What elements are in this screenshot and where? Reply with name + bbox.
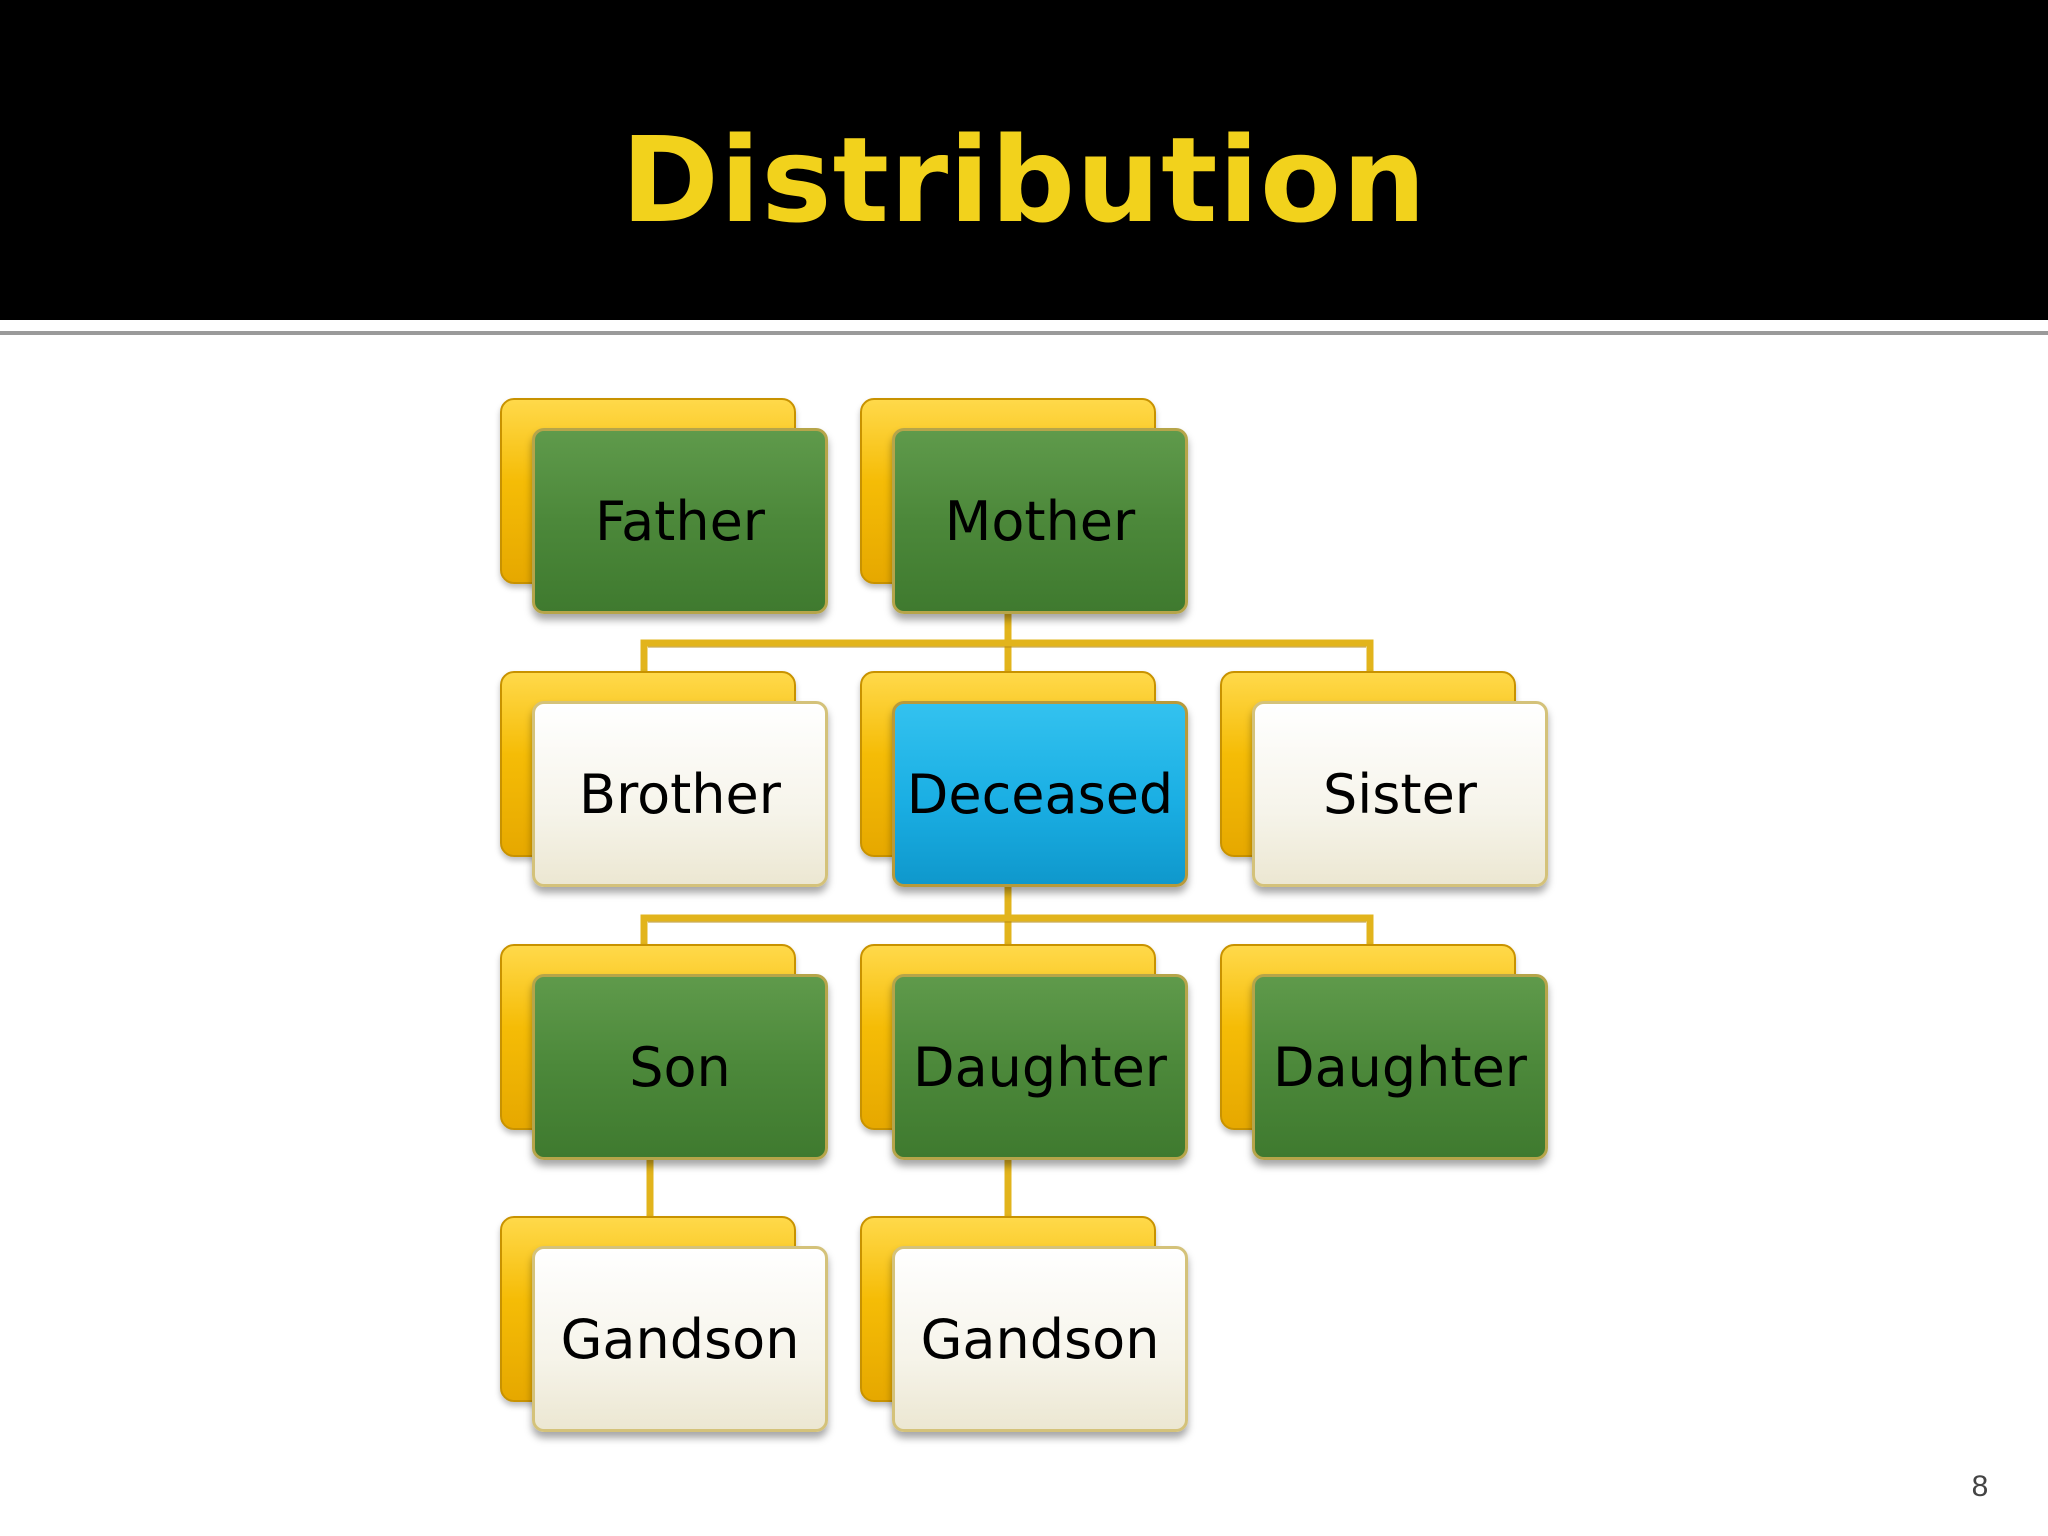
node-father-label: Father <box>532 428 828 614</box>
title-divider <box>0 331 2048 335</box>
node-sister: Sister <box>1220 671 1548 887</box>
node-grandson-1: Gandson <box>500 1216 828 1432</box>
node-brother-label: Brother <box>532 701 828 887</box>
node-deceased: Deceased <box>860 671 1188 887</box>
node-grandson-2-label: Gandson <box>892 1246 1188 1432</box>
node-grandson-1-label: Gandson <box>532 1246 828 1432</box>
node-mother-label: Mother <box>892 428 1188 614</box>
node-son-label: Son <box>532 974 828 1160</box>
title-bar: Distribution <box>0 0 2048 320</box>
node-daughter-1-label: Daughter <box>892 974 1188 1160</box>
node-brother: Brother <box>500 671 828 887</box>
node-deceased-label: Deceased <box>892 701 1188 887</box>
slide-title: Distribution <box>620 111 1428 249</box>
node-daughter-2: Daughter <box>1220 944 1548 1160</box>
node-son: Son <box>500 944 828 1160</box>
node-daughter-1: Daughter <box>860 944 1188 1160</box>
node-sister-label: Sister <box>1252 701 1548 887</box>
node-daughter-2-label: Daughter <box>1252 974 1548 1160</box>
node-mother: Mother <box>860 398 1188 614</box>
page-number: 8 <box>1971 1470 1989 1503</box>
node-grandson-2: Gandson <box>860 1216 1188 1432</box>
node-father: Father <box>500 398 828 614</box>
